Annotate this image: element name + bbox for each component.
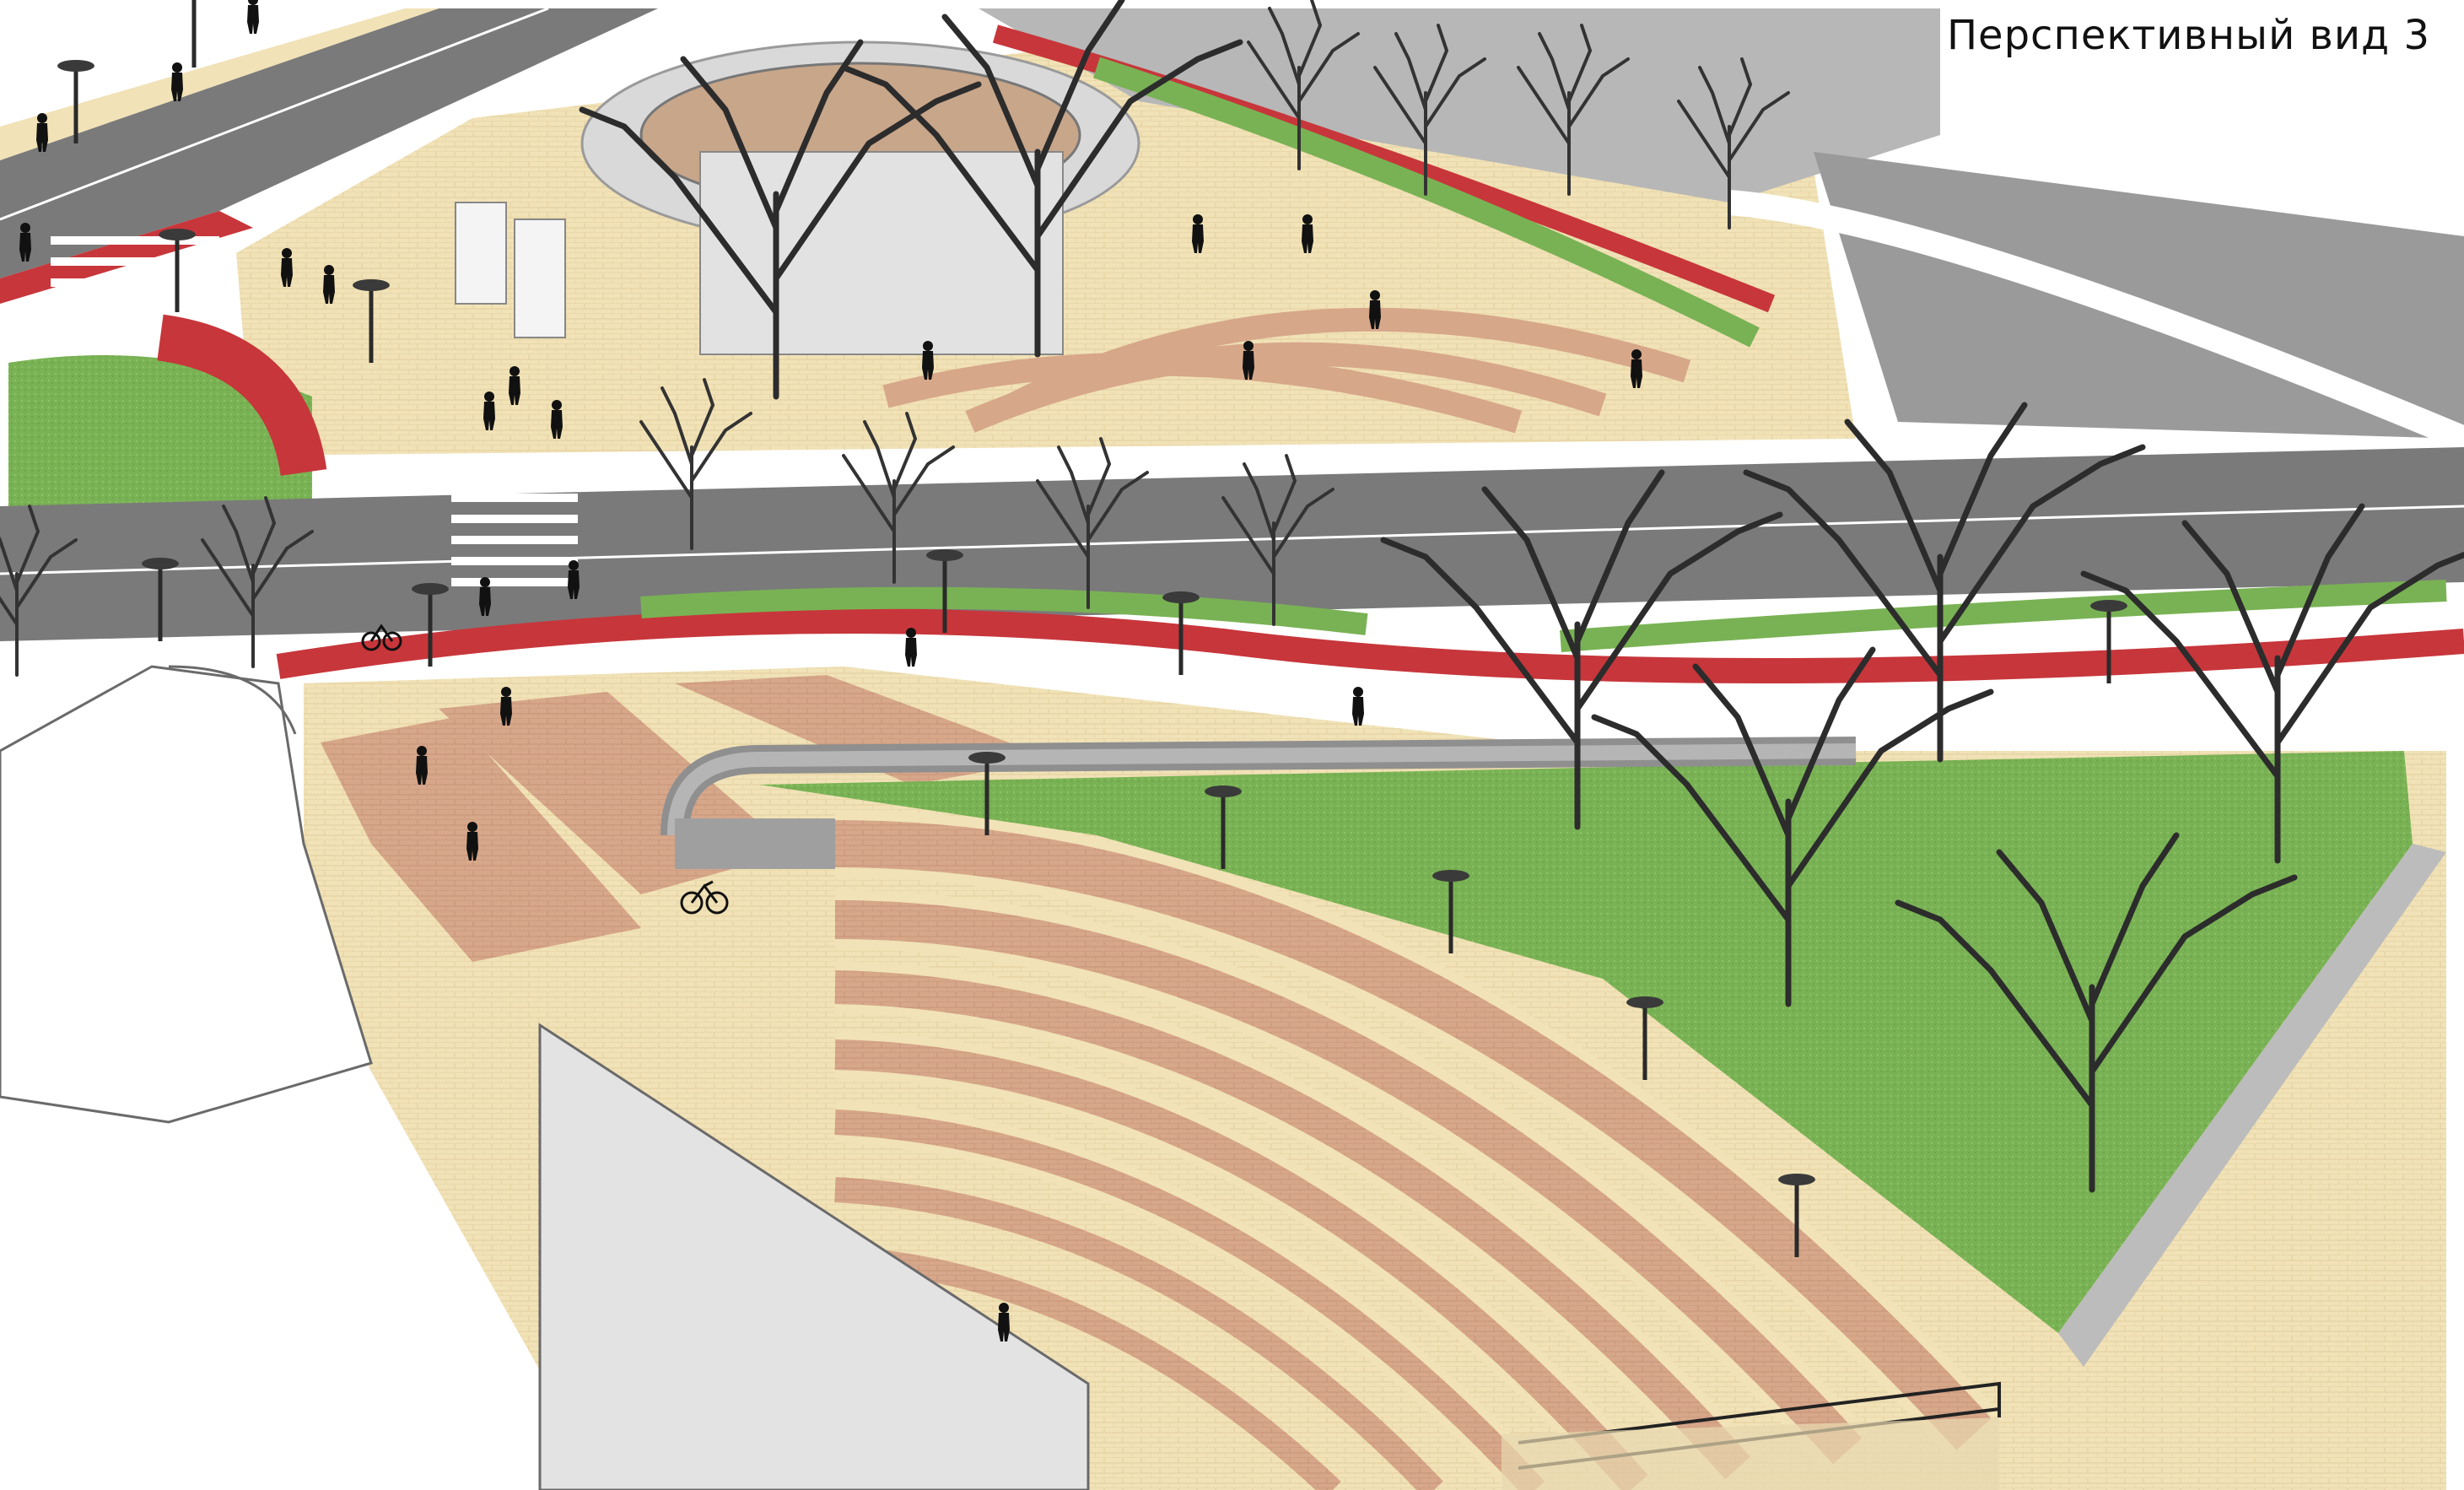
- bicycle-icon: [361, 624, 729, 915]
- view-caption: Перспективный вид 3: [1946, 12, 2430, 59]
